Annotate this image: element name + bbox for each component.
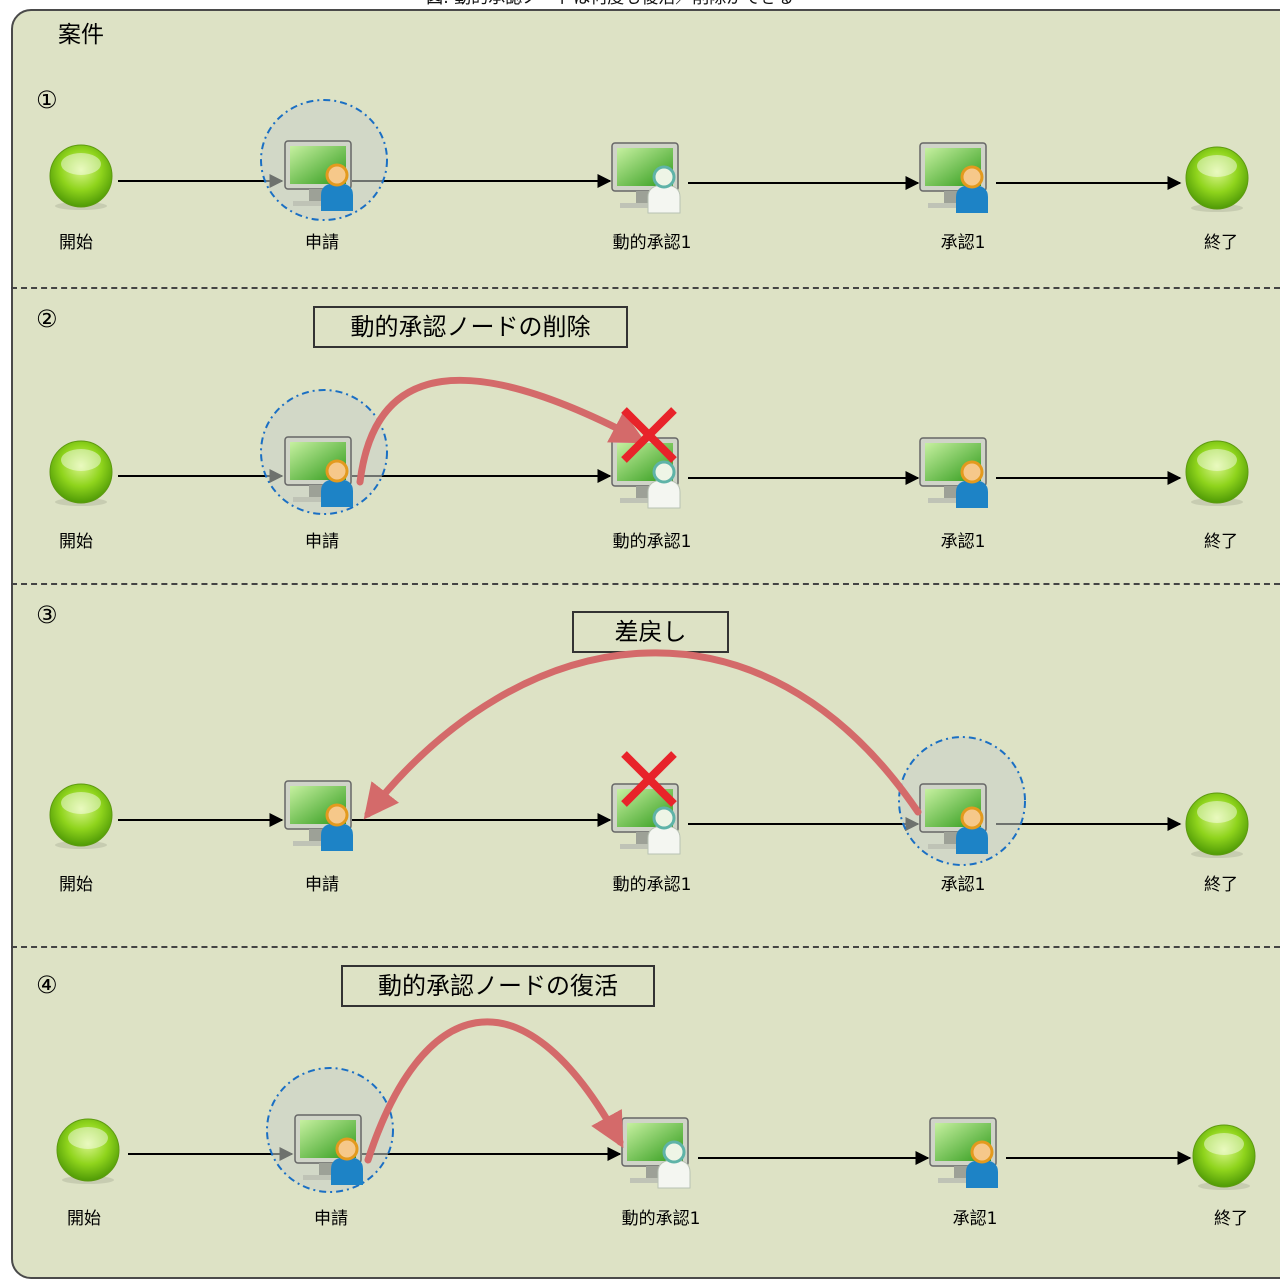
panel-number-4: ④ (36, 971, 58, 999)
node-label-apply: 申請 (305, 233, 339, 253)
node-label-approval: 承認1 (940, 875, 986, 895)
panel-number-1: ① (36, 86, 58, 114)
node-label-approval: 承認1 (940, 532, 986, 552)
node-label-end: 終了 (1214, 1209, 1248, 1229)
figure-caption: 図: 動的承認ノードは何度も復活／削除ができる (0, 0, 1280, 8)
annotation-restore-dynamic-node: 動的承認ノードの復活 (341, 965, 655, 1007)
node-label-start: 開始 (59, 532, 93, 552)
node-label-apply: 申請 (305, 875, 339, 895)
node-label-start: 開始 (59, 233, 93, 253)
node-label-dynamic-approval: 動的承認1 (621, 1209, 701, 1229)
case-title: 案件 (58, 22, 104, 48)
node-label-apply: 申請 (314, 1209, 348, 1229)
node-label-dynamic-approval: 動的承認1 (612, 233, 692, 253)
panel-number-3: ③ (36, 601, 58, 629)
annotation-delete-dynamic-node: 動的承認ノードの削除 (313, 306, 628, 348)
node-label-dynamic-approval: 動的承認1 (612, 875, 692, 895)
panel-number-2: ② (36, 305, 58, 333)
panel-divider (11, 946, 1280, 948)
panel-divider (11, 583, 1280, 585)
panel-divider (11, 287, 1280, 289)
annotation-send-back: 差戻し (572, 611, 729, 653)
node-label-apply: 申請 (305, 532, 339, 552)
node-label-dynamic-approval: 動的承認1 (612, 532, 692, 552)
node-label-start: 開始 (67, 1209, 101, 1229)
node-label-end: 終了 (1204, 532, 1238, 552)
node-label-end: 終了 (1204, 233, 1238, 253)
node-label-start: 開始 (59, 875, 93, 895)
node-label-approval: 承認1 (940, 233, 986, 253)
node-label-end: 終了 (1204, 875, 1238, 895)
node-label-approval: 承認1 (952, 1209, 998, 1229)
